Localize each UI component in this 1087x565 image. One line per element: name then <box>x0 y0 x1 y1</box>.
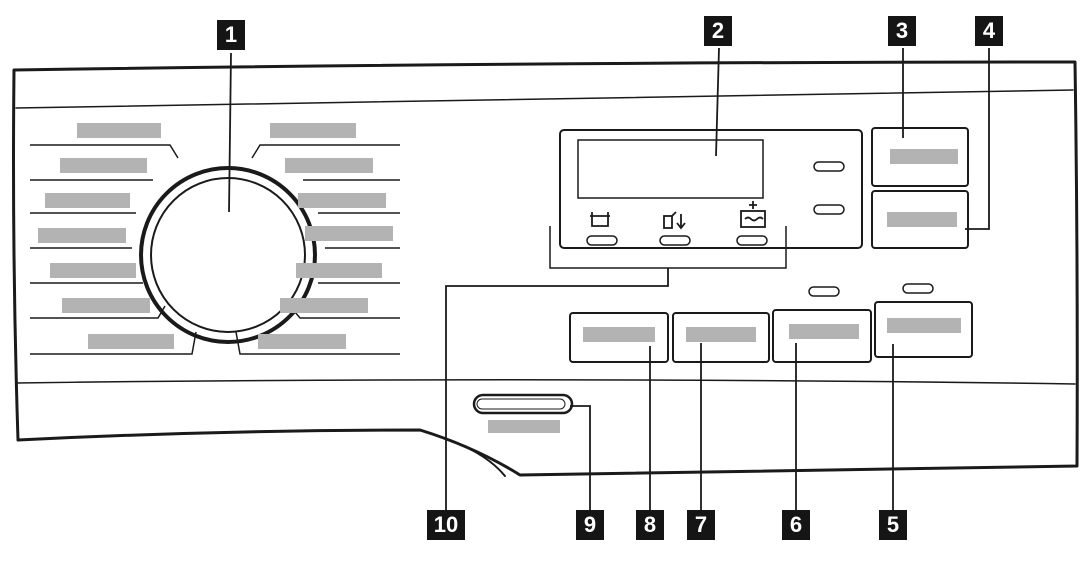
delay-end-button[interactable] <box>871 190 969 249</box>
program-label-left-2 <box>60 158 147 173</box>
display-area <box>559 129 863 249</box>
option-button-7[interactable] <box>672 312 770 363</box>
prewash-icon <box>663 211 686 230</box>
option-button-5-led <box>902 283 934 294</box>
display-indicator-1 <box>813 161 845 172</box>
callout-4: 4 <box>975 16 1003 46</box>
display-indicator-2 <box>813 204 845 215</box>
program-label-right-2 <box>285 158 373 173</box>
option-button-6-label <box>789 324 859 339</box>
drawer-handle[interactable] <box>472 393 574 415</box>
leader-1 <box>228 52 232 213</box>
panel-lower-line <box>15 378 1076 385</box>
drum-icon <box>590 212 610 227</box>
option-button-8[interactable] <box>569 312 669 363</box>
program-label-left-7 <box>88 334 174 349</box>
program-label-left-5 <box>50 263 136 278</box>
drawer-label <box>488 420 560 433</box>
option-led-3 <box>736 235 768 246</box>
callout-3: 3 <box>888 16 916 46</box>
panel-outline <box>12 60 1079 477</box>
leader-10 <box>445 268 669 511</box>
panel-top-line <box>15 89 1074 109</box>
callout-leaders <box>228 47 990 511</box>
callout-2: 2 <box>704 16 732 46</box>
option-led-1 <box>586 235 618 246</box>
program-label-right-3 <box>298 193 386 208</box>
callout-5: 5 <box>879 510 907 540</box>
display-frame <box>559 129 863 249</box>
left-program-lines <box>30 144 197 355</box>
start-pause-label <box>890 149 958 164</box>
callout-10: 10 <box>427 510 465 540</box>
program-label-right-4 <box>305 226 393 241</box>
leader-9 <box>570 405 591 511</box>
right-program-lines <box>235 144 400 355</box>
leader-2 <box>715 47 720 157</box>
callout-1: 1 <box>217 20 245 50</box>
option-button-6-led <box>808 286 840 297</box>
option-button-5-label <box>887 318 961 333</box>
program-label-right-1 <box>270 123 356 138</box>
leader-4 <box>965 48 990 230</box>
panel-bottom-curve <box>449 439 506 477</box>
callout-9: 9 <box>576 510 604 540</box>
option-button-5[interactable] <box>874 301 973 358</box>
delay-end-label <box>887 212 957 227</box>
start-pause-button[interactable] <box>871 127 969 187</box>
program-label-left-6 <box>62 298 150 313</box>
program-label-right-7 <box>258 334 346 349</box>
display-screen <box>577 139 764 199</box>
program-label-left-4 <box>38 228 126 243</box>
program-selector-dial[interactable] <box>139 166 317 344</box>
option-button-6[interactable] <box>772 309 872 363</box>
option-button-8-label <box>583 327 655 342</box>
callout-8: 8 <box>636 510 664 540</box>
callout-6: 6 <box>782 510 810 540</box>
program-labels <box>38 123 393 349</box>
program-label-left-1 <box>77 123 161 138</box>
callout-7: 7 <box>687 510 715 540</box>
option-led-2 <box>659 235 691 246</box>
program-label-right-5 <box>296 263 382 278</box>
program-label-right-6 <box>280 298 368 313</box>
program-label-left-3 <box>45 193 130 208</box>
extra-rinse-icon <box>740 201 766 228</box>
button-leds <box>808 283 934 297</box>
option-button-7-label <box>686 327 756 342</box>
